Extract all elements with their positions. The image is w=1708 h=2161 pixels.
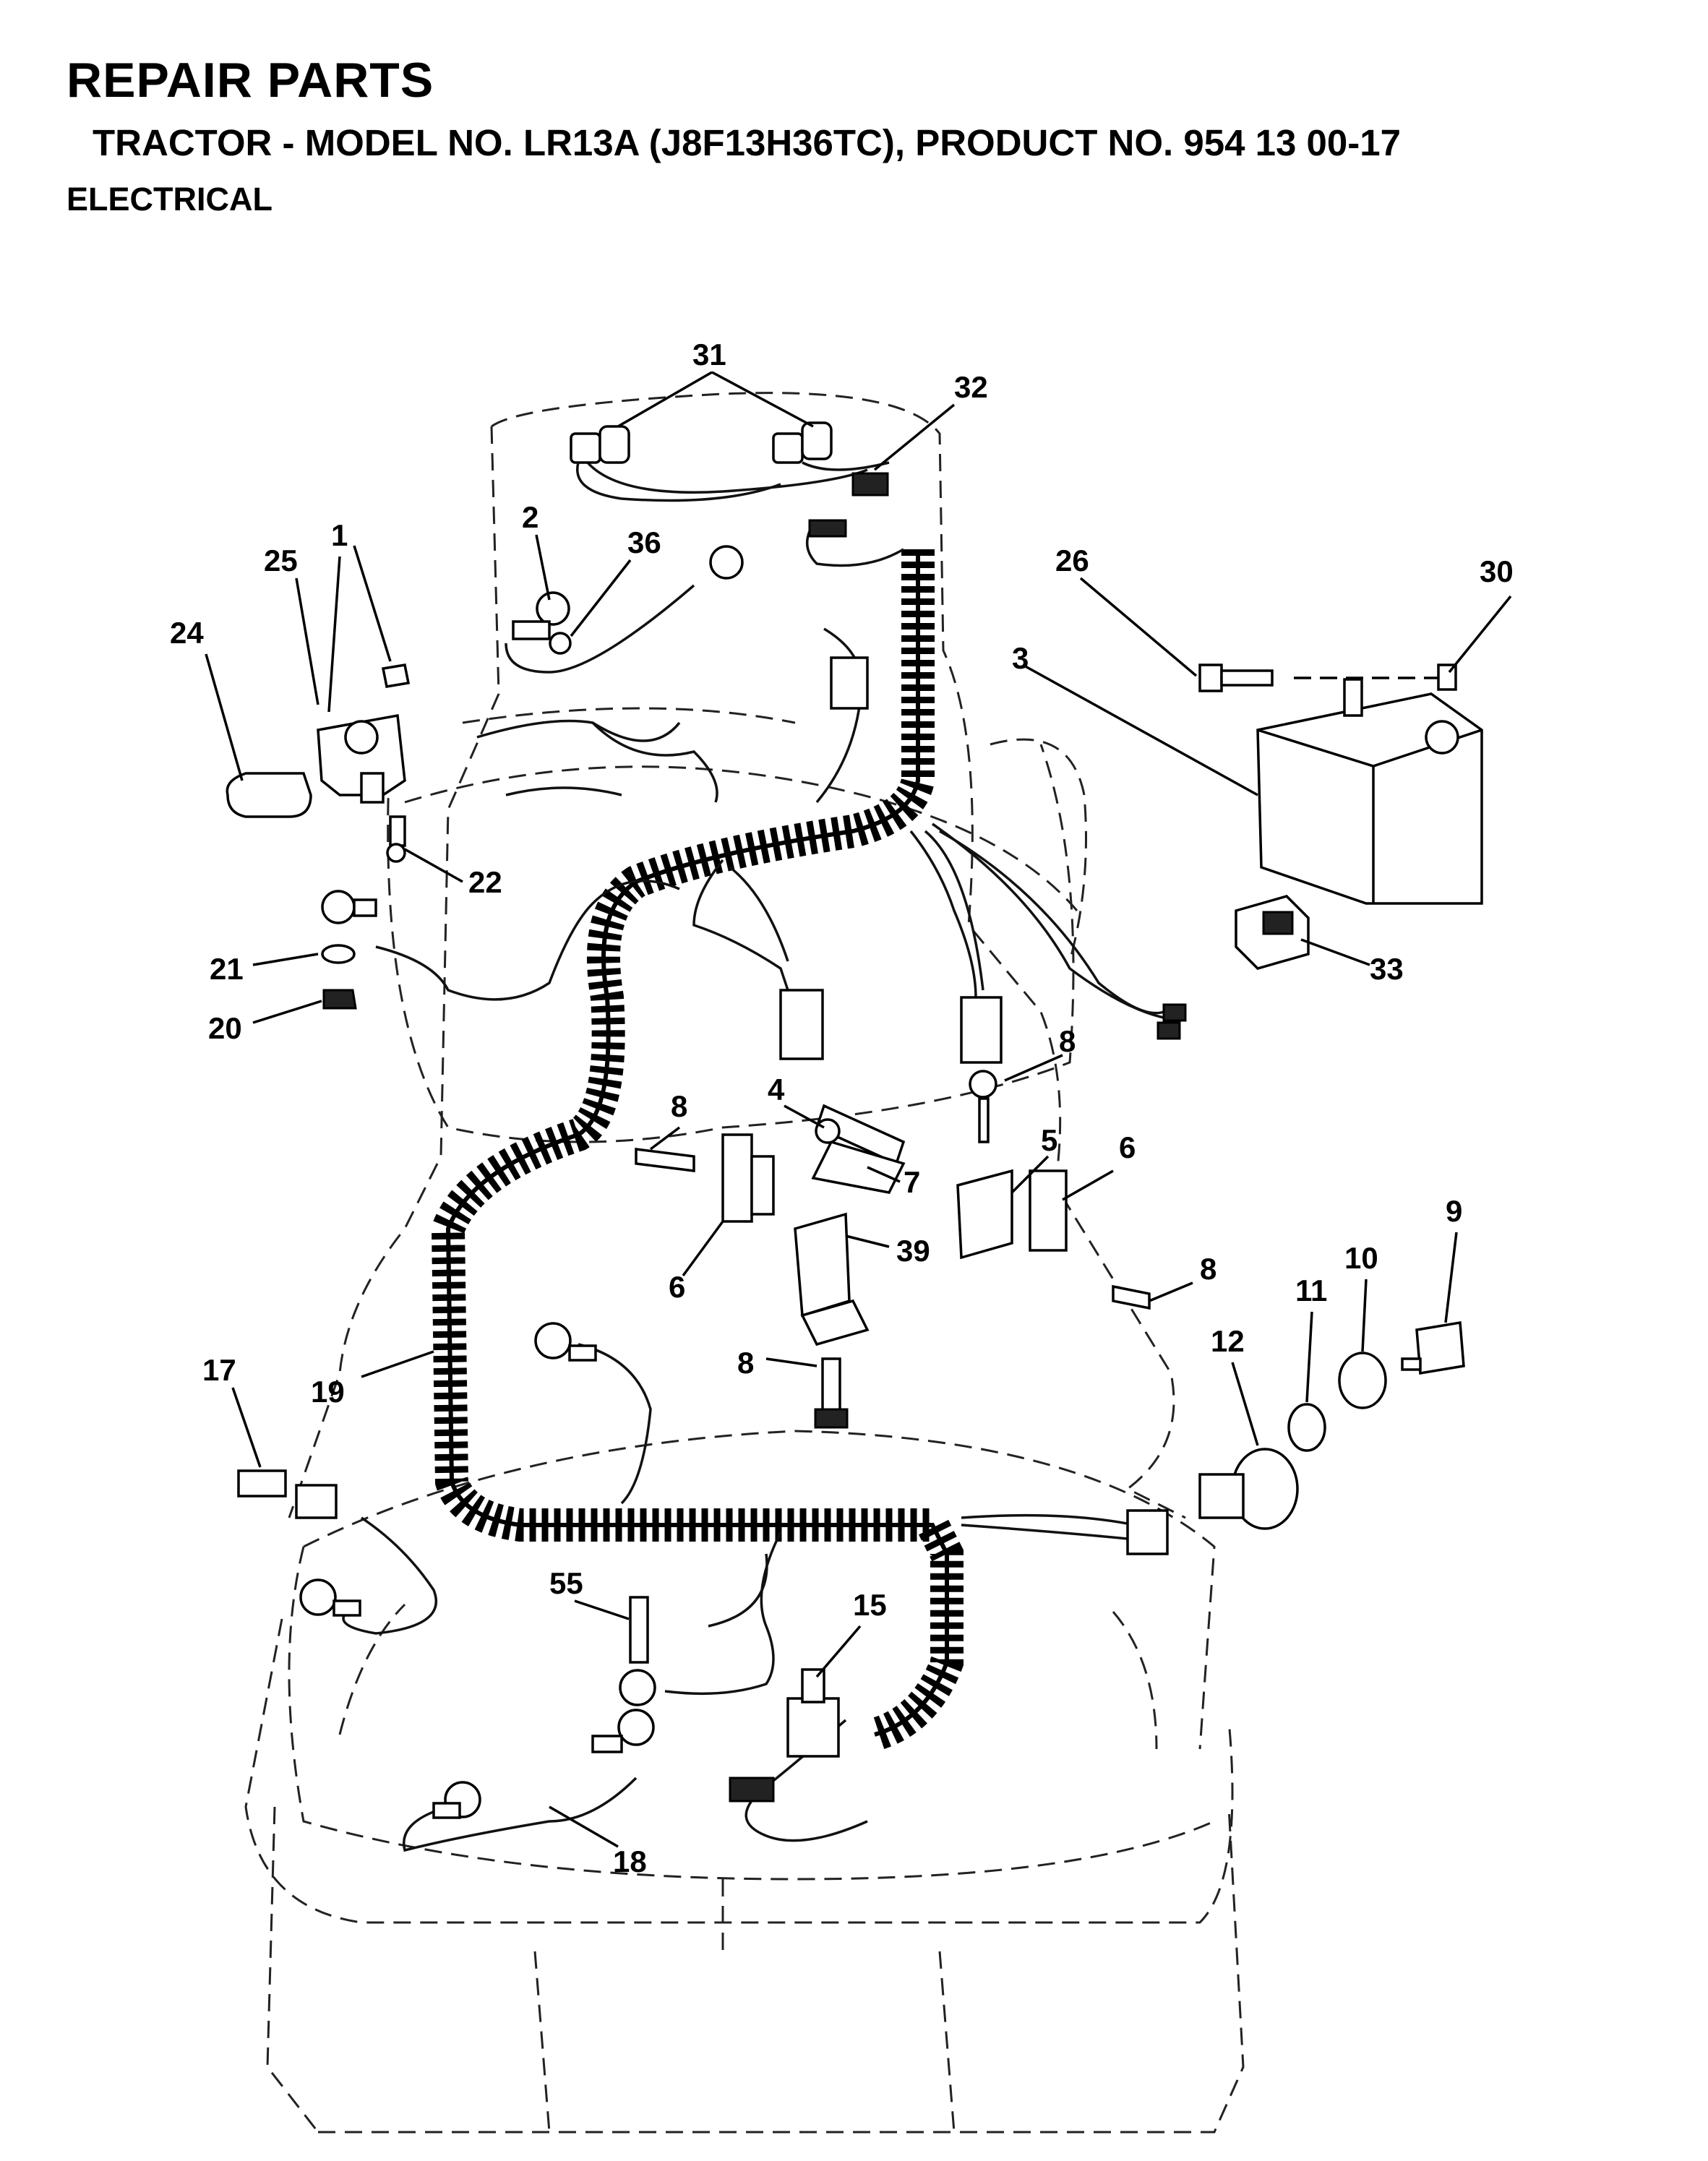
callout-4: 4 bbox=[768, 1073, 785, 1107]
callout-7: 7 bbox=[904, 1165, 920, 1199]
callout-9: 9 bbox=[1446, 1194, 1462, 1228]
starter-solenoid bbox=[226, 663, 411, 1010]
callout-30: 30 bbox=[1480, 554, 1514, 588]
callout-8-bottom: 8 bbox=[737, 1346, 754, 1380]
callout-33: 33 bbox=[1370, 952, 1404, 986]
pto-switch bbox=[1235, 895, 1310, 970]
callout-6-right: 6 bbox=[1119, 1130, 1136, 1164]
left-terminals bbox=[237, 1322, 597, 1617]
callout-8-left: 8 bbox=[671, 1089, 687, 1123]
callout-19: 19 bbox=[311, 1375, 345, 1409]
callout-17: 17 bbox=[202, 1353, 236, 1387]
callout-25: 25 bbox=[264, 544, 298, 577]
callout-6-left: 6 bbox=[669, 1270, 685, 1304]
callout-26: 26 bbox=[1055, 544, 1089, 577]
callout-21: 21 bbox=[210, 952, 244, 986]
tractor-body-outline bbox=[244, 392, 1245, 2134]
leader-lines bbox=[205, 371, 1512, 1848]
callout-8-upper-right: 8 bbox=[1059, 1024, 1076, 1058]
section-label: ELECTRICAL bbox=[66, 181, 272, 218]
callout-20: 20 bbox=[208, 1011, 242, 1045]
upper-connector bbox=[808, 519, 869, 710]
model-subtitle: TRACTOR - MODEL NO. LR13A (J8F13H36TC), … bbox=[93, 122, 1401, 163]
callout-8-right: 8 bbox=[1200, 1252, 1216, 1286]
callout-10: 10 bbox=[1344, 1241, 1378, 1275]
callout-15: 15 bbox=[853, 1588, 887, 1622]
callout-11: 11 bbox=[1295, 1273, 1327, 1307]
callout-22: 22 bbox=[468, 865, 502, 899]
coiled-harness-core bbox=[445, 549, 949, 1737]
callout-36: 36 bbox=[627, 525, 661, 559]
interlock-brackets bbox=[635, 1070, 1151, 1429]
battery bbox=[1198, 663, 1483, 905]
callout-3: 3 bbox=[1012, 641, 1029, 675]
callout-numbers: 31 32 2 36 1 25 24 22 21 20 26 30 3 33 8… bbox=[170, 338, 1514, 1878]
page-title: REPAIR PARTS bbox=[66, 53, 434, 108]
callout-24: 24 bbox=[170, 616, 204, 650]
callout-39: 39 bbox=[896, 1234, 930, 1268]
callout-32: 32 bbox=[954, 370, 988, 404]
callout-1: 1 bbox=[331, 518, 348, 552]
callout-55: 55 bbox=[549, 1566, 583, 1600]
callout-31: 31 bbox=[692, 338, 726, 371]
callout-2: 2 bbox=[522, 500, 538, 534]
ignition-switch-assembly bbox=[1126, 1320, 1465, 1555]
callout-5: 5 bbox=[1041, 1123, 1057, 1157]
headlight-sockets bbox=[570, 421, 890, 502]
callout-18: 18 bbox=[613, 1844, 647, 1878]
lower-terminals bbox=[432, 1596, 840, 1819]
center-connectors bbox=[779, 989, 1187, 1064]
callout-12: 12 bbox=[1211, 1324, 1245, 1358]
ground-terminal bbox=[505, 545, 744, 674]
